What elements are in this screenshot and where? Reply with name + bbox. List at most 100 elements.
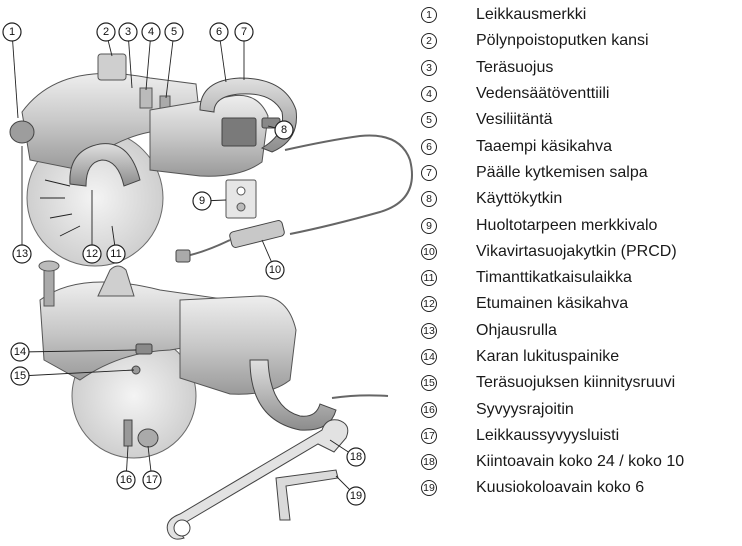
callout-marker: 16 <box>117 471 135 489</box>
legend-item: 3 Teräsuojus <box>421 55 741 81</box>
callout-number: 2 <box>103 26 109 38</box>
callout-number: 4 <box>148 26 154 38</box>
callout-marker: 9 <box>193 192 211 210</box>
dust-port-cover <box>98 54 126 80</box>
legend-label: Vedensäätöventtiili <box>476 85 609 103</box>
legend-label: Vikavirtasuojakytkin (PRCD) <box>476 243 677 261</box>
legend-item: 8 Käyttökytkin <box>421 186 741 212</box>
callout-marker: 12 <box>83 245 101 263</box>
callout-marker: 11 <box>107 245 125 263</box>
callout-number: 9 <box>199 195 205 207</box>
legend-item: 2 Pölynpoistoputken kansi <box>421 28 741 54</box>
legend-label: Kuusiokoloavain koko 6 <box>476 479 644 497</box>
depth-slide <box>138 429 158 447</box>
legend-item: 1 Leikkausmerkki <box>421 2 741 28</box>
legend-number: 7 <box>421 165 437 181</box>
callout-marker: 3 <box>119 23 137 41</box>
hex-key <box>276 470 338 520</box>
legend-label: Karan lukituspainike <box>476 348 619 366</box>
callout-number: 15 <box>14 370 26 382</box>
legend-number: 2 <box>421 33 437 49</box>
legend-label: Etumainen käsikahva <box>476 295 628 313</box>
callout-number: 7 <box>241 26 247 38</box>
service-indicator-panel <box>226 180 256 218</box>
callout-number: 1 <box>9 26 15 38</box>
legend-label: Vesiliitäntä <box>476 111 553 129</box>
legend-number: 8 <box>421 191 437 207</box>
legend-label: Käyttökytkin <box>476 190 562 208</box>
callout-number: 18 <box>350 451 362 463</box>
legend-number: 11 <box>421 270 437 286</box>
power-cable <box>285 136 412 235</box>
callout-marker: 4 <box>142 23 160 41</box>
legend-item: 14 Karan lukituspainike <box>421 344 741 370</box>
legend-item: 15 Teräsuojuksen kiinnitysruuvi <box>421 370 741 396</box>
legend-label: Taaempi käsikahva <box>476 138 612 156</box>
callout-number: 17 <box>146 474 158 486</box>
callout-marker: 18 <box>347 448 365 466</box>
callout-number: 12 <box>86 248 98 260</box>
legend-number: 5 <box>421 112 437 128</box>
rear-handle-2 <box>250 360 336 430</box>
callout-number: 3 <box>125 26 131 38</box>
callout-number: 16 <box>120 474 132 486</box>
legend-number: 1 <box>421 7 437 23</box>
callout-marker: 2 <box>97 23 115 41</box>
callout-number: 6 <box>216 26 222 38</box>
legend-label: Pölynpoistoputken kansi <box>476 32 649 50</box>
callout-marker: 15 <box>11 367 29 385</box>
legend-number: 4 <box>421 86 437 102</box>
callout-marker: 8 <box>275 121 293 139</box>
legend-item: 6 Taaempi käsikahva <box>421 133 741 159</box>
legend-label: Päälle kytkemisen salpa <box>476 164 648 182</box>
legend-item: 5 Vesiliitäntä <box>421 107 741 133</box>
legend-item: 4 Vedensäätöventtiili <box>421 81 741 107</box>
legend-label: Leikkaussyvyysluisti <box>476 427 619 445</box>
callout-number: 10 <box>269 264 281 276</box>
callout-number: 14 <box>14 346 26 358</box>
legend-number: 14 <box>421 349 437 365</box>
vent-grille <box>222 118 256 146</box>
depth-stop <box>124 420 132 446</box>
callout-marker: 1 <box>3 23 21 41</box>
legend-number: 13 <box>421 323 437 339</box>
legend-label: Timanttikatkaisulaikka <box>476 269 632 287</box>
legend-number: 18 <box>421 454 437 470</box>
dust-port-2 <box>98 266 134 296</box>
legend-label: Ohjausrulla <box>476 322 557 340</box>
legend-number: 12 <box>421 296 437 312</box>
legend-label: Teräsuojus <box>476 59 553 77</box>
callout-number: 8 <box>281 124 287 136</box>
callout-marker: 10 <box>266 261 284 279</box>
legend-item: 17 Leikkaussyvyysluisti <box>421 423 741 449</box>
callout-marker: 6 <box>210 23 228 41</box>
callout-number: 11 <box>110 248 121 260</box>
callout-number: 5 <box>171 26 177 38</box>
callout-marker: 17 <box>143 471 161 489</box>
legend-number: 10 <box>421 244 437 260</box>
legend-item: 11 Timanttikatkaisulaikka <box>421 265 741 291</box>
legend-number: 15 <box>421 375 437 391</box>
spindle-lock-button <box>136 344 152 354</box>
callout-marker: 5 <box>165 23 183 41</box>
plug <box>176 250 190 262</box>
legend-label: Syvyysrajoitin <box>476 401 574 419</box>
callout-marker: 19 <box>347 487 365 505</box>
water-fitting-2 <box>44 266 54 306</box>
legend-label: Huoltotarpeen merkkivalo <box>476 217 657 235</box>
legend-label: Leikkausmerkki <box>476 6 586 24</box>
water-valve <box>140 88 152 108</box>
motor-housing-2 <box>180 296 296 394</box>
callout-marker: 14 <box>11 343 29 361</box>
legend-number: 6 <box>421 139 437 155</box>
callout-marker: 13 <box>13 245 31 263</box>
legend-number: 17 <box>421 428 437 444</box>
legend-number: 3 <box>421 60 437 76</box>
legend-number: 16 <box>421 402 437 418</box>
legend-label: Teräsuojuksen kiinnitysruuvi <box>476 374 675 392</box>
prcd-unit <box>229 220 285 249</box>
guide-roller <box>10 121 34 143</box>
